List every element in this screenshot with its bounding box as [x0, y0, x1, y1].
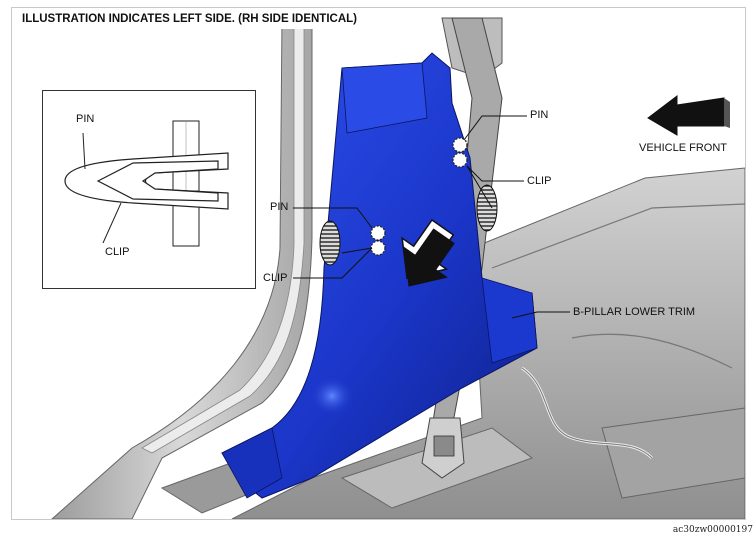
b-pillar-lower-trim-label: B-PILLAR LOWER TRIM	[573, 306, 696, 318]
vehicle-front-label: VEHICLE FRONT	[639, 142, 728, 154]
vehicle-interior-illustration	[51, 17, 745, 519]
removal-arrow-icon	[401, 218, 455, 287]
pin-clip-marker-middle	[370, 225, 386, 256]
vehicle-front-arrow-icon	[647, 94, 730, 136]
figure-id: ac30zw00000197	[672, 525, 753, 535]
pin-label-upper: PIN	[530, 109, 549, 121]
clip-hole-right	[476, 184, 498, 232]
inset-clip-label: CLIP	[105, 246, 130, 258]
inset-pin-label: PIN	[76, 113, 95, 125]
clip-hole-left	[319, 220, 341, 266]
figure-frame: PIN CLIP ILLUSTRATION INDICATES LEFT SID…	[11, 7, 746, 520]
pin-clip-detail-drawing	[64, 120, 229, 247]
clip-label-upper: CLIP	[527, 175, 552, 187]
pin-clip-marker-upper	[452, 137, 468, 168]
pin-label-middle: PIN	[270, 201, 289, 213]
pin-clip-detail-inset: PIN CLIP	[42, 90, 256, 289]
illustration-note: ILLUSTRATION INDICATES LEFT SIDE. (RH SI…	[14, 10, 365, 29]
clip-label-middle: CLIP	[263, 272, 288, 284]
leader-lines	[293, 115, 570, 319]
